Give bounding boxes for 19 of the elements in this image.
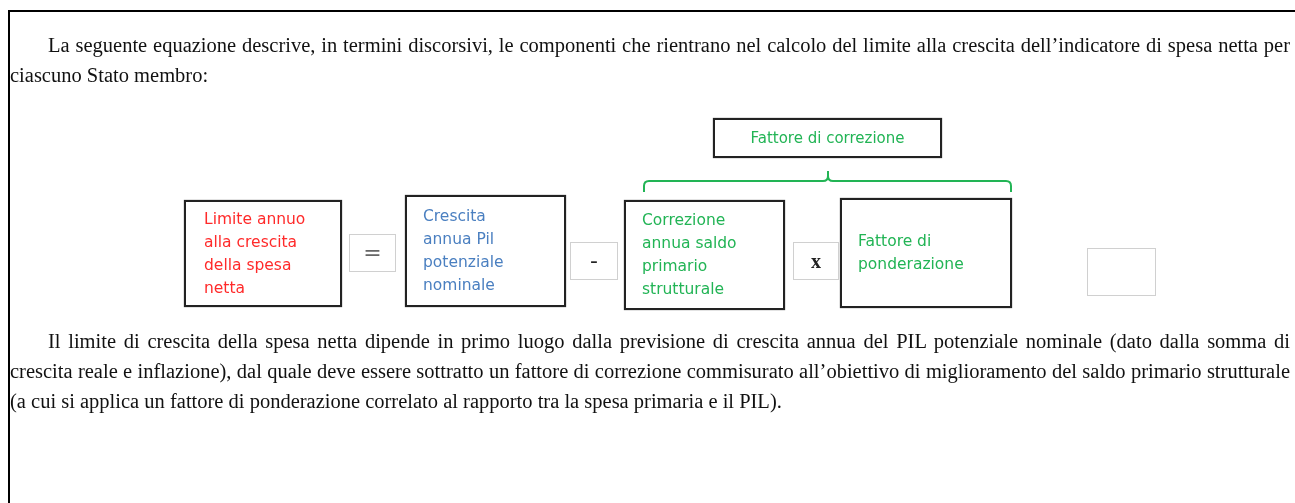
operator-box: [793, 242, 839, 280]
term-text: Crescita annua Pil potenziale nominale: [423, 206, 505, 296]
operator-box: [570, 242, 618, 280]
paragraph: La seguente equazione descrive, in termini discorsivi, le componenti che rientrano nel calcolo del limite alla crescita dell’indicatore di spesa netta per ciascuno Stato membro:: [10, 33, 1290, 88]
term-text: Fattore di correzione: [750, 128, 905, 148]
term-text: Fattore di ponderazione: [858, 231, 965, 275]
term-box: [624, 200, 785, 310]
empty-box: [1087, 248, 1156, 296]
term-box: [184, 200, 342, 307]
term-text: Limite annuo alla crescita della spesa netta: [204, 208, 307, 299]
term-box: [840, 198, 1012, 308]
term-text: x: [811, 249, 821, 273]
term-box: [713, 118, 942, 158]
term-text: =: [363, 240, 382, 266]
paragraph: Il limite di crescita della spesa netta dipende in primo luogo dalla previsione di crescita annua del PIL potenziale nominale (dato dalla somma di crescita reale e inflazione), dal quale deve essere sottratto un fattore di correzione commisurato all’obiettivo di miglioramento del saldo primario strutturale (a cui si applica un fattore di ponderazione correlato al rapporto tra la spesa primaria e il PIL).: [10, 329, 1290, 415]
term-box: [405, 195, 566, 307]
term-text: Correzione annua saldo primario strutturale: [642, 210, 738, 300]
operator-box: [349, 234, 396, 272]
term-text: -: [590, 248, 598, 274]
